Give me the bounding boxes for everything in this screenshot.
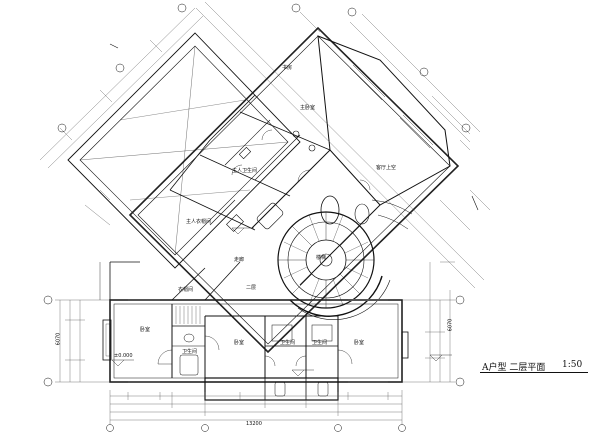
room-label-stair: 楼梯	[316, 255, 327, 261]
room-label-master-bedroom: 主卧室	[300, 105, 316, 111]
title-underline	[480, 372, 588, 373]
room-label-study: 书房	[282, 65, 293, 71]
room-label-bath-center: 卫生间	[280, 340, 296, 346]
grid-axis-bubbles	[57, 3, 471, 133]
room-label-hall: 二层	[246, 285, 257, 291]
dimension-left-total: 6070	[55, 332, 62, 346]
connector-walls	[99, 261, 280, 301]
level-markers	[111, 227, 452, 377]
lower-block-walls	[102, 299, 409, 401]
room-label-bath-left: 卫生间	[182, 349, 198, 355]
room-label-bedroom-left: 卧室	[140, 327, 151, 333]
room-label-corridor: 走廊	[234, 257, 245, 263]
spiral-stair	[277, 211, 391, 320]
rotated-wing-walls	[128, 26, 460, 354]
section-markers	[109, 43, 479, 211]
level-mark: ±0.000	[114, 353, 133, 359]
room-label-master-closet: 主人衣帽间	[186, 219, 212, 225]
room-label-bedroom-right: 卧室	[354, 340, 365, 346]
dimension-bottom-total: 13200	[246, 421, 262, 427]
bottom-dimension-chains	[109, 390, 403, 424]
drawing-title: A户型 二层平面	[482, 363, 546, 373]
dimension-right-total: 6070	[447, 318, 454, 332]
room-label-master-bath: 主人卫生间	[232, 168, 258, 174]
drawing-scale: 1:50	[562, 360, 583, 370]
room-label-bath-right: 卫生间	[312, 340, 328, 346]
side-dimension-chains	[55, 261, 455, 383]
room-label-living-void: 客厅上空	[376, 165, 397, 171]
bay-column	[320, 195, 413, 230]
room-label-closet-left: 衣帽间	[178, 287, 194, 293]
rotated-dimension-lines	[39, 1, 491, 289]
room-label-bedroom-center: 卧室	[234, 340, 245, 346]
roof-skylight-block	[67, 32, 301, 269]
